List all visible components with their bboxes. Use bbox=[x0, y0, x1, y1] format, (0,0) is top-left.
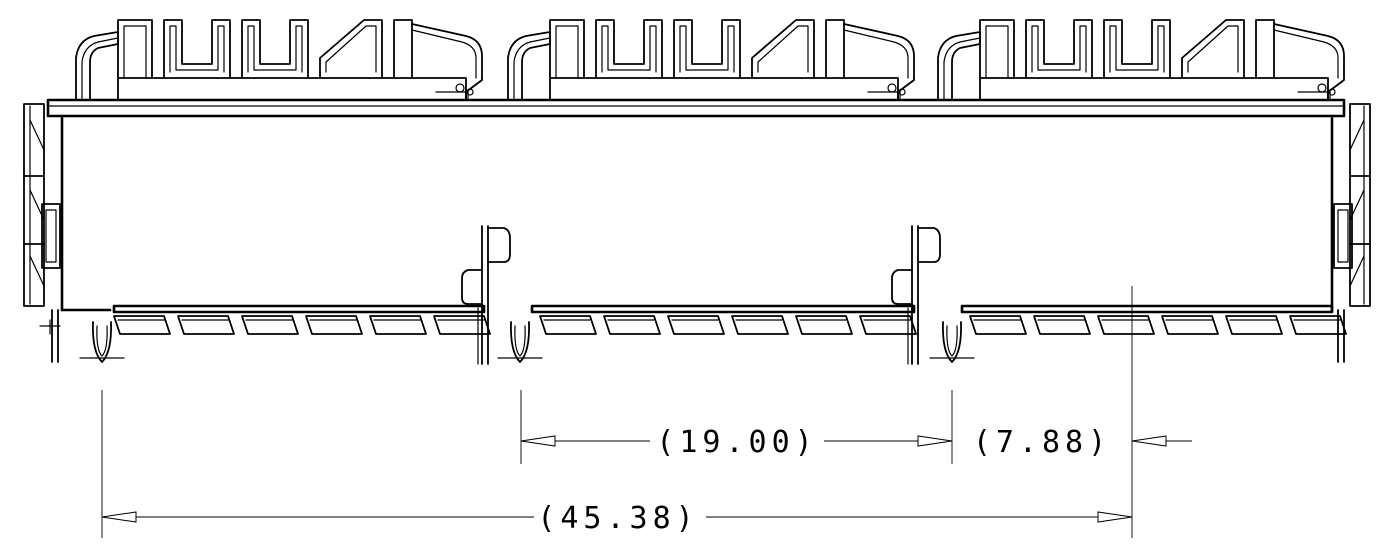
housing-body bbox=[46, 98, 1346, 314]
bottom-slots-center bbox=[539, 315, 917, 335]
dim-offset-label: (7.88) bbox=[973, 425, 1111, 460]
left-side-clips bbox=[23, 103, 61, 363]
fin-module-right bbox=[937, 19, 1345, 101]
dim-offset: (7.88) bbox=[973, 425, 1192, 460]
pin-right bbox=[929, 321, 975, 363]
bottom-slots-right bbox=[969, 315, 1347, 335]
dimension-group: (19.00) (7.88) (45.38) bbox=[101, 286, 1192, 538]
fin-module-center bbox=[507, 19, 915, 101]
connector-tab-right bbox=[891, 225, 941, 365]
dim-overall-label: (45.38) bbox=[537, 501, 698, 536]
fin-module-left bbox=[75, 19, 483, 101]
pin-center bbox=[497, 321, 543, 363]
bottom-slots-left bbox=[113, 315, 491, 335]
dim-pitch-label: (19.00) bbox=[656, 425, 817, 460]
dim-overall: (45.38) bbox=[101, 501, 1133, 536]
dim-pitch: (19.00) bbox=[520, 425, 953, 460]
right-side-clips bbox=[1333, 103, 1371, 363]
connector-tab-left bbox=[461, 225, 511, 365]
